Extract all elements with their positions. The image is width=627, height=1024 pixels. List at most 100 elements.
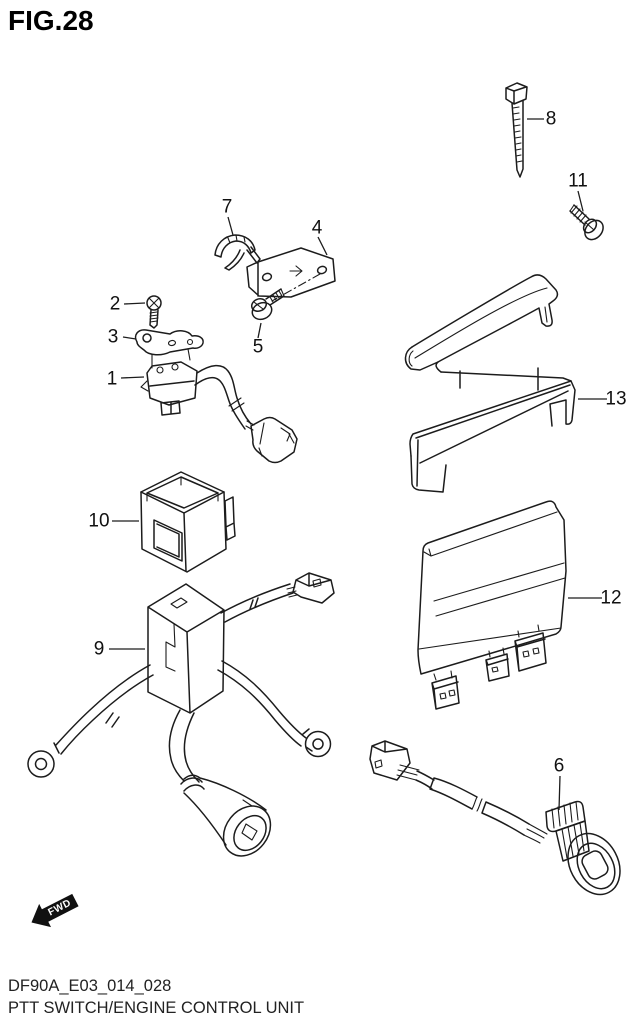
wire-connector-details <box>245 420 295 457</box>
callout-8: 8 <box>527 109 556 130</box>
cable-tie-serrations <box>512 106 523 163</box>
ecu-connector-left-pins <box>439 689 456 700</box>
callout-label-3: 3 <box>108 327 119 348</box>
cover-front-panel <box>153 519 183 562</box>
screw-threads <box>149 311 159 323</box>
figure-caption: PTT SWITCH/ENGINE CONTROL UNIT <box>8 999 304 1017</box>
callout-5: 5 <box>253 322 264 358</box>
ptt-wire-sleeve-1 <box>415 770 478 810</box>
connector-boot-cap <box>222 805 272 857</box>
ring-terminal-left-hole <box>34 757 48 771</box>
part-ecu-bracket: 13 <box>404 274 627 493</box>
screw-cross-slot <box>148 297 160 309</box>
flange-bolt-slot <box>584 221 595 231</box>
ecu-connector-right-pins <box>522 647 540 658</box>
cover-inner-walls <box>146 476 219 502</box>
relay-box <box>147 583 225 714</box>
callout-label-12: 12 <box>600 588 621 609</box>
leader-line-11 <box>577 190 584 212</box>
callout-label-1: 1 <box>107 369 118 390</box>
ptt-switch-bezel <box>567 832 621 896</box>
bracket-center-mark <box>289 265 303 277</box>
callout-13: 13 <box>578 389 627 410</box>
plate-outline <box>134 329 204 356</box>
part-cable-tie: 8 <box>505 82 556 178</box>
callout-10: 10 <box>88 511 139 532</box>
switch-boss-left <box>156 366 164 374</box>
callout-9: 9 <box>94 639 145 660</box>
leader-line-5 <box>257 322 262 339</box>
leader-line-7 <box>227 216 234 236</box>
leader-line-2 <box>123 302 146 305</box>
part-bracket: 4 <box>246 218 336 302</box>
leader-line-1 <box>120 376 145 379</box>
switch-tab <box>160 400 181 416</box>
plate-hole-left <box>142 333 152 343</box>
bracket-centerline <box>271 273 321 302</box>
bracket-hole-left <box>261 272 273 282</box>
ptt-wire-sleeve-2 <box>481 801 530 836</box>
part-bolt: 5 <box>250 288 285 358</box>
wire-break-marks <box>228 397 245 412</box>
switch-side-notch <box>140 380 149 392</box>
relay-box-notch <box>165 623 176 672</box>
bracket-outline <box>246 247 336 298</box>
connector-boot-keyway <box>241 799 258 841</box>
leader-line-6 <box>558 775 561 811</box>
ptt-switch-bezel-inner <box>576 842 616 890</box>
ecu-top-crease <box>423 511 558 557</box>
switch-boss-right <box>171 363 179 371</box>
ecu-bracket-upper-beam <box>411 274 559 373</box>
relay-connector <box>292 572 335 604</box>
cover-rim <box>140 471 225 514</box>
fwd-arrow-shape <box>31 893 79 928</box>
callout-label-4: 4 <box>312 218 323 239</box>
cable-tie-shaft <box>511 100 524 178</box>
callout-6: 6 <box>554 756 565 811</box>
leader-line-4 <box>317 236 328 256</box>
ecu-connector-right <box>514 632 547 672</box>
relay-connector-details <box>286 578 322 598</box>
ecu-connector-middle-pin <box>491 666 499 673</box>
callout-label-11: 11 <box>568 171 588 192</box>
clamp-ribs <box>227 234 246 244</box>
callout-label-5: 5 <box>253 337 264 358</box>
cable-tie-head <box>505 82 528 105</box>
part-flange-bolt: 11 <box>568 171 604 241</box>
bolt-slot <box>253 301 264 310</box>
callout-1: 1 <box>107 369 145 390</box>
ring-terminal-left <box>27 750 55 778</box>
callout-11: 11 <box>568 171 588 212</box>
part-switch-plate: 3 <box>108 327 204 369</box>
ptt-wire-strands <box>523 823 548 844</box>
ptt-wire-break <box>471 796 483 812</box>
ecu-bracket-lower-panel <box>410 439 447 493</box>
cover-body <box>140 491 227 573</box>
ecu-connector-left <box>431 675 460 710</box>
ring-terminal-right-hole <box>312 738 324 750</box>
callout-7: 7 <box>222 197 234 236</box>
plate-hole-center <box>167 339 177 347</box>
callout-label-10: 10 <box>88 511 109 532</box>
screw-head <box>146 295 162 311</box>
callout-label-8: 8 <box>546 109 557 130</box>
drawing-code: DF90A_E03_014_028 <box>8 977 171 995</box>
connector-boot <box>180 774 267 846</box>
switch-lead-wire <box>194 364 252 430</box>
part-clamp: 7 <box>214 197 261 271</box>
relay-box-tab <box>170 597 188 609</box>
ecu-outline <box>417 500 567 675</box>
part-switch-assy: 1 <box>107 361 298 464</box>
leader-line-3 <box>122 336 137 340</box>
bolt-flange <box>251 301 273 321</box>
ptt-switch-collar-ribs <box>551 801 579 829</box>
bolt-head <box>250 297 268 313</box>
clamp-legs <box>224 246 261 271</box>
bracket-hole-right <box>316 265 328 275</box>
callout-label-6: 6 <box>554 756 565 777</box>
ecu-bracket-left-cap-inner <box>408 350 414 367</box>
part-relay-assy: 9 <box>27 572 335 857</box>
relay-wire-center <box>168 709 200 783</box>
